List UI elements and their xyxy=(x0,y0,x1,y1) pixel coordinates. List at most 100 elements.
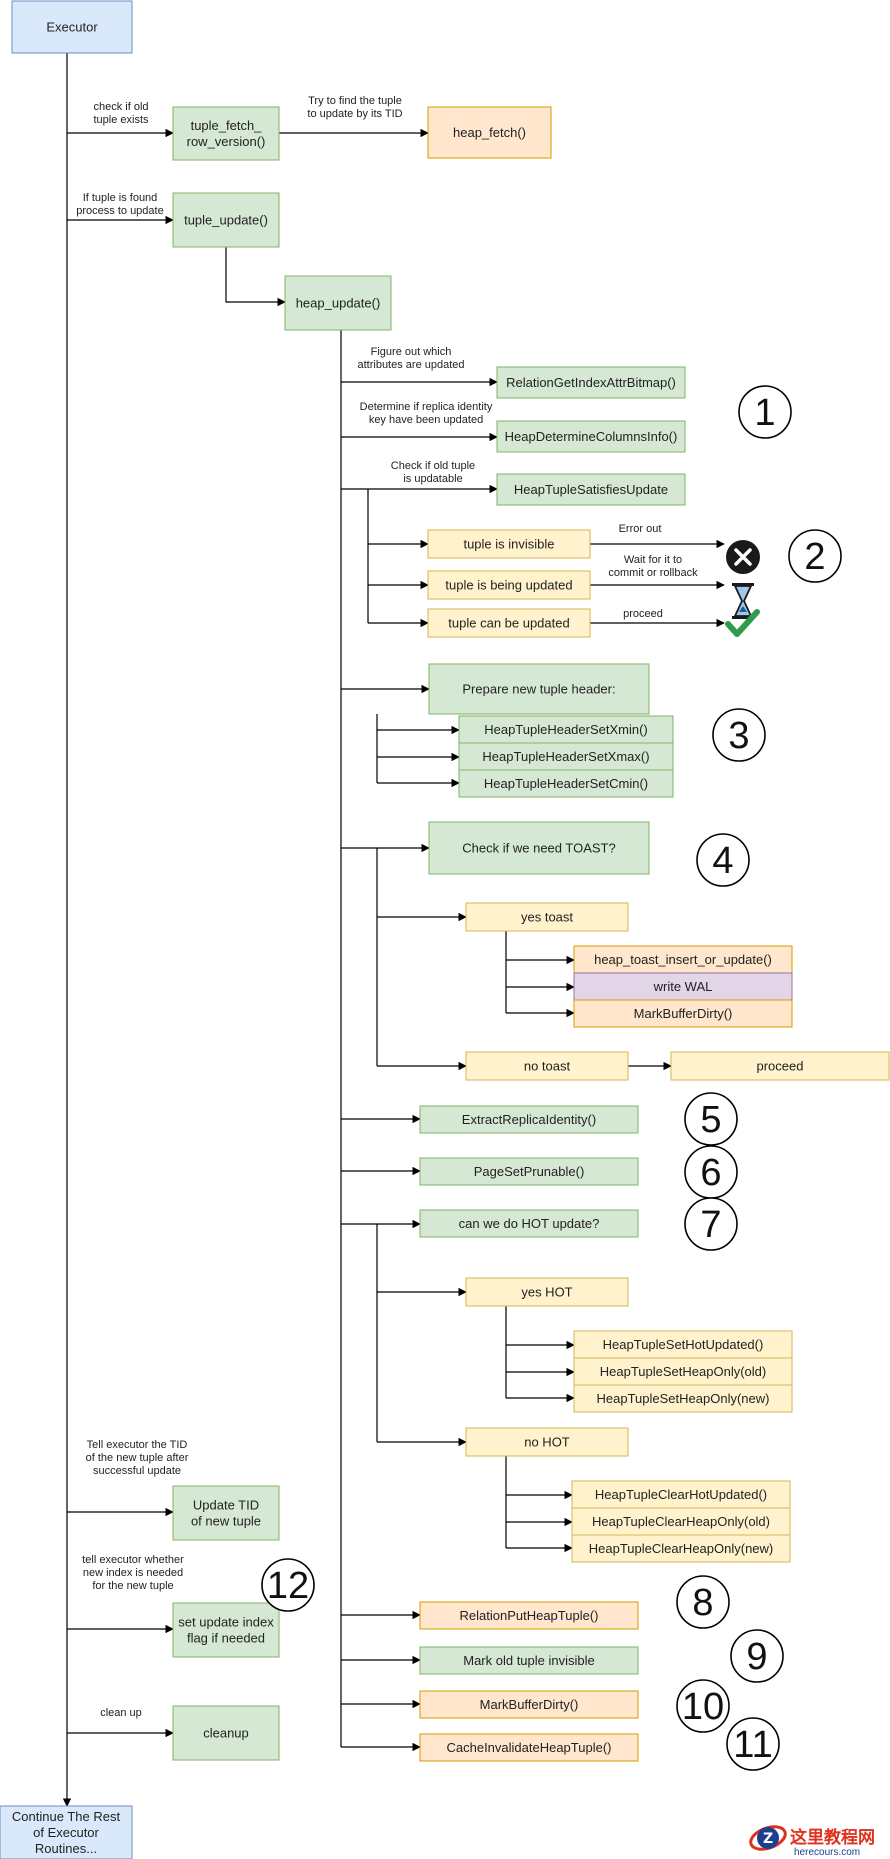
step-number-5: 5 xyxy=(684,1092,738,1146)
svg-text:5: 5 xyxy=(700,1099,721,1141)
node-text: ExtractReplicaIdentity() xyxy=(462,1112,596,1127)
heap-determine-node: HeapDetermineColumnsInfo() xyxy=(496,420,686,453)
no-hot-node: no HOT xyxy=(465,1427,629,1457)
clear-heap-only-new-node: HeapTupleClearHeapOnly(new) xyxy=(571,1534,791,1563)
step-number-9: 9 xyxy=(730,1629,784,1683)
edge-label: key have been updated xyxy=(369,414,483,426)
edge-label: proceed xyxy=(623,608,663,620)
node-text: heap_fetch() xyxy=(453,125,526,140)
node-text: can we do HOT update? xyxy=(459,1216,600,1231)
node-text: of new tuple xyxy=(191,1514,261,1529)
node-text: heap_toast_insert_or_update() xyxy=(594,952,772,967)
tuple-fetch-node: tuple_fetch_row_version() xyxy=(172,106,280,161)
svg-text:11: 11 xyxy=(733,1724,772,1766)
cleanup-node: cleanup xyxy=(172,1705,280,1761)
error-x-icon xyxy=(726,540,760,574)
node-text: of Executor xyxy=(33,1825,99,1840)
step-number-1: 1 xyxy=(738,385,792,439)
node-text: yes toast xyxy=(521,910,573,925)
edge-label: Wait for it to xyxy=(624,554,682,566)
node-text: tuple can be updated xyxy=(448,616,569,631)
node-text: Prepare new tuple header: xyxy=(462,682,615,697)
edge-label: commit or rollback xyxy=(608,567,698,579)
edge-label: Figure out which xyxy=(371,346,452,358)
node-text: Mark old tuple invisible xyxy=(463,1653,595,1668)
node-text: write WAL xyxy=(653,979,713,994)
edge-label: check if old xyxy=(93,101,148,113)
node-text: Continue The Rest xyxy=(12,1809,121,1824)
node-text: HeapTupleSetHeapOnly(new) xyxy=(597,1391,770,1406)
edge-label: Try to find the tuple xyxy=(308,95,402,107)
edge-label: Check if old tuple xyxy=(391,460,475,472)
edge-label: process to update xyxy=(76,205,163,217)
set-xmin-node: HeapTupleHeaderSetXmin() xyxy=(458,715,674,744)
node-text: tuple_update() xyxy=(184,213,268,228)
page-prunable-node: PageSetPrunable() xyxy=(419,1157,639,1186)
edge-label: Tell executor the TID xyxy=(87,1439,188,1451)
svg-text:Z: Z xyxy=(763,1831,773,1847)
node-text: no toast xyxy=(524,1059,571,1074)
step-number-4: 4 xyxy=(696,833,750,887)
node-text: tuple is invisible xyxy=(463,537,554,552)
edge-label: of the new tuple after xyxy=(86,1452,189,1464)
svg-text:9: 9 xyxy=(746,1636,767,1678)
heap-satisfies-node: HeapTupleSatisfiesUpdate xyxy=(496,473,686,506)
heap-fetch-node: heap_fetch() xyxy=(427,106,552,159)
hourglass-icon xyxy=(732,583,754,619)
check-toast-node: Check if we need TOAST? xyxy=(428,821,650,875)
edge-label: attributes are updated xyxy=(357,359,464,371)
step-number-3: 3 xyxy=(712,708,766,762)
node-text: HeapTupleSetHeapOnly(old) xyxy=(600,1364,766,1379)
tuple-can-update-node: tuple can be updated xyxy=(427,608,591,638)
set-cmin-node: HeapTupleHeaderSetCmin() xyxy=(458,769,674,798)
node-text: Executor xyxy=(46,20,98,35)
svg-text:1: 1 xyxy=(754,392,775,434)
mark-old-invisible-node: Mark old tuple invisible xyxy=(419,1646,639,1675)
edge-label: for the new tuple xyxy=(92,1580,173,1592)
executor-node: Executor xyxy=(11,0,133,54)
write-wal-node: write WAL xyxy=(573,972,793,1001)
set-hot-updated-node: HeapTupleSetHotUpdated() xyxy=(573,1330,793,1359)
node-text: HeapTupleHeaderSetXmax() xyxy=(482,749,649,764)
node-text: HeapTupleHeaderSetCmin() xyxy=(484,776,648,791)
tuple-being-updated-node: tuple is being updated xyxy=(427,570,591,600)
node-text: cleanup xyxy=(203,1726,249,1741)
step-number-8: 8 xyxy=(676,1575,730,1629)
edge-label: tell executor whether xyxy=(82,1554,184,1566)
svg-text:6: 6 xyxy=(700,1152,721,1194)
node-text: RelationGetIndexAttrBitmap() xyxy=(506,375,676,390)
check-mark-icon xyxy=(725,609,760,637)
node-text: CacheInvalidateHeapTuple() xyxy=(446,1740,611,1755)
node-text: HeapTupleSatisfiesUpdate xyxy=(514,482,668,497)
svg-text:7: 7 xyxy=(700,1204,721,1246)
connector-line xyxy=(225,247,286,307)
tuple-update-node: tuple_update() xyxy=(172,192,280,248)
prepare-header-node: Prepare new tuple header: xyxy=(428,663,650,715)
edge-label: Determine if replica identity xyxy=(360,401,493,413)
watermark-logo-icon: Z xyxy=(749,1825,787,1851)
relation-get-index-node: RelationGetIndexAttrBitmap() xyxy=(496,366,686,399)
svg-text:12: 12 xyxy=(267,1565,309,1607)
watermark-url: herecours.com xyxy=(794,1847,860,1858)
edge-label: If tuple is found xyxy=(83,192,158,204)
node-text: PageSetPrunable() xyxy=(474,1164,585,1179)
yes-hot-node: yes HOT xyxy=(465,1277,629,1307)
node-text: set update index xyxy=(178,1615,274,1630)
hot-question-node: can we do HOT update? xyxy=(419,1209,639,1238)
node-text: HeapTupleClearHeapOnly(new) xyxy=(589,1541,774,1556)
edge-label: to update by its TID xyxy=(307,108,402,120)
step-number-2: 2 xyxy=(788,529,842,583)
proceed-box-node: proceed xyxy=(670,1051,890,1081)
edge-label: is updatable xyxy=(403,473,462,485)
relation-put-node: RelationPutHeapTuple() xyxy=(419,1601,639,1630)
node-text: Update TID xyxy=(193,1498,259,1513)
tuple-invisible-node: tuple is invisible xyxy=(427,529,591,559)
edge-label: tuple exists xyxy=(93,114,149,126)
watermark-title: 这里教程网 xyxy=(790,1827,875,1848)
extract-replica-node: ExtractReplicaIdentity() xyxy=(419,1105,639,1134)
no-toast-node: no toast xyxy=(465,1051,629,1081)
